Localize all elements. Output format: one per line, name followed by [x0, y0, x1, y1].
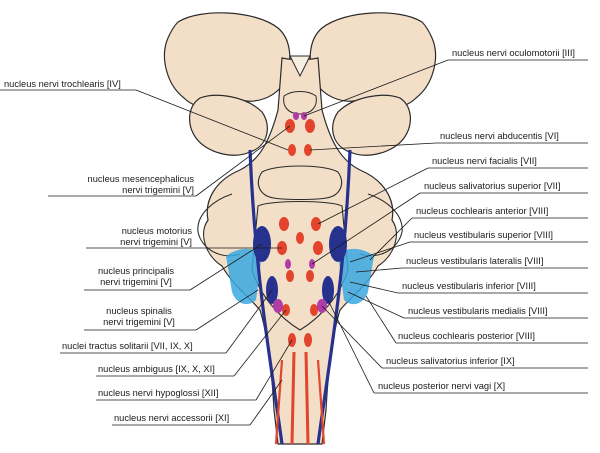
third-ventricle — [289, 55, 311, 78]
label-principalis: nucleus principalis nervi trigemini [V] — [86, 266, 186, 288]
midbrain-tectum — [283, 91, 317, 115]
principal-trigeminal-right — [329, 226, 347, 262]
label-salivatorius-superior: nucleus salivatorius superior [VII] — [424, 181, 561, 191]
thalamus-right — [309, 12, 437, 110]
label-mesencephalicus: nucleus mesencephalicus nervi trigemini … — [56, 174, 194, 196]
vestibular-area-left — [226, 248, 262, 305]
peduncle-right — [359, 193, 403, 257]
label-salivatorius-inferior: nucleus salivatorius inferior [IX] — [386, 356, 515, 366]
label-posterior-vagi: nucleus posterior nervi vagi [X] — [378, 381, 506, 391]
label-vestibularis-superior: nucleus vestibularis superior [VIII] — [414, 230, 553, 240]
spinal-trigeminal-tract-right — [316, 149, 352, 445]
label-hypoglossi: nucleus nervi hypoglossi [XII] — [98, 388, 219, 398]
label-spinalis: nucleus spinalis nervi trigemini [V] — [86, 306, 192, 328]
label-accessorii: nucleus nervi accessorii [XI] — [114, 413, 230, 423]
accessory-column-left — [274, 359, 284, 445]
label-cochlearis-anterior: nucleus cochlearis anterior [VIII] — [416, 206, 549, 216]
peduncle-left — [197, 193, 241, 257]
hypoglossal-column-left — [290, 351, 296, 445]
label-motorius-line1: nucleus motorius — [121, 226, 192, 236]
label-principalis-line1: nucleus principalis — [98, 266, 174, 276]
label-abducentis: nucleus nervi abducentis [VI] — [440, 131, 559, 141]
leader-lines — [0, 59, 588, 426]
vestibular-area-right — [338, 248, 374, 305]
label-facialis: nucleus nervi facialis [VII] — [432, 156, 537, 166]
label-oculomotorii: nucleus nervi oculomotorii [III] — [452, 48, 575, 58]
label-principalis-line2: nervi trigemini [V] — [100, 277, 172, 287]
label-trochlearis: nucleus nervi trochlearis [IV] — [4, 79, 121, 89]
motor-nuclei — [277, 119, 323, 347]
label-cochlearis-posterior: nucleus cochlearis posterior [VIII] — [398, 331, 535, 341]
accessory-column-right — [316, 359, 326, 445]
label-ambiguus: nucleus ambiguus [IX, X, XI] — [98, 364, 215, 374]
label-spinalis-line2: nervi trigemini [V] — [103, 317, 175, 327]
label-vestibularis-lateralis: nucleus vestibularis lateralis [VIII] — [406, 256, 544, 266]
label-solitarii: nuclei tractus solitarii [VII, IX, X] — [62, 341, 193, 351]
label-spinalis-line1: nucleus spinalis — [106, 306, 172, 316]
label-mesencephalicus-line1: nucleus mesencephalicus — [87, 174, 194, 184]
label-vestibularis-medialis: nucleus vestibularis medialis [VIII] — [408, 306, 548, 316]
thalamus-left — [163, 12, 291, 110]
label-motorius-line2: nervi trigemini [V] — [120, 237, 192, 247]
pons-contour — [257, 165, 343, 201]
pulvinar-left — [189, 94, 268, 156]
label-mesencephalicus-line2: nervi trigemini [V] — [122, 185, 194, 195]
hypoglossal-column-right — [304, 351, 310, 445]
spinal-trigeminal-tract-left — [248, 149, 284, 445]
label-motorius: nucleus motorius nervi trigemini [V] — [86, 226, 192, 248]
solitary-right — [322, 276, 334, 304]
label-vestibularis-inferior: nucleus vestibularis inferior [VIII] — [402, 281, 536, 291]
